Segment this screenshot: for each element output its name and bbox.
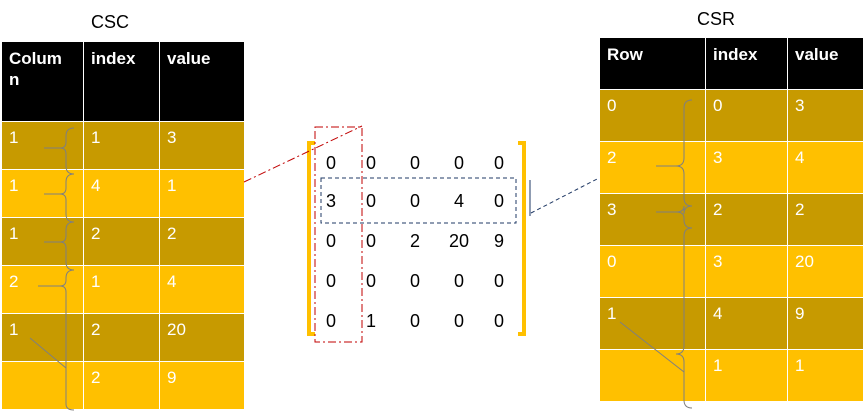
csr-cell-value: 1 [787, 349, 864, 402]
dense-matrix: 0 0 0 0 0 3 0 0 4 0 0 0 2 20 9 0 0 0 0 0… [311, 141, 527, 336]
csc-row: 1 2 20 [1, 313, 245, 362]
matrix-cell: 0 [365, 191, 376, 211]
csc-cell-value: 2 [159, 217, 245, 266]
matrix-cell: 0 [325, 311, 336, 331]
matrix-cell: 0 [453, 153, 464, 173]
matrix-cell: 0 [453, 311, 464, 331]
csr-caption: CSR [696, 9, 735, 29]
csc-cell-column: 1 [1, 169, 84, 218]
csr-header-index: index [705, 37, 788, 90]
csr-table: Row index value 0 0 3 2 3 4 3 2 2 0 3 20… [599, 37, 864, 402]
csr-cell-index: 2 [705, 193, 788, 246]
csc-cell-index: 1 [83, 121, 160, 170]
csc-row: 2 1 4 [1, 265, 245, 314]
matrix-cell: 0 [409, 271, 420, 291]
csc-cell-column: 2 [1, 265, 84, 314]
csc-cell-index: 2 [83, 361, 160, 410]
csr-cell-index: 0 [705, 89, 788, 142]
matrix-cell: 0 [409, 153, 420, 173]
matrix-cell: 0 [365, 271, 376, 291]
csr-header-row: Row index value [599, 37, 864, 90]
matrix-cell: 4 [453, 191, 464, 211]
csc-cell-column [1, 361, 84, 410]
csc-cell-index: 1 [83, 265, 160, 314]
csc-header-value: value [159, 41, 245, 122]
csr-header-row-label: Row [599, 37, 706, 90]
csc-header-index: index [83, 41, 160, 122]
csc-row: 1 4 1 [1, 169, 245, 218]
csr-cell-row: 3 [599, 193, 706, 246]
csr-cell-value: 20 [787, 245, 864, 298]
csc-cell-index: 2 [83, 217, 160, 266]
csc-row: 1 2 2 [1, 217, 245, 266]
csc-cell-value: 4 [159, 265, 245, 314]
matrix-cell: 20 [448, 231, 470, 251]
matrix-cell: 0 [325, 153, 336, 173]
csr-cell-index: 3 [705, 245, 788, 298]
matrix-cell: 0 [365, 153, 376, 173]
csr-cell-index: 1 [705, 349, 788, 402]
csr-cell-index: 3 [705, 141, 788, 194]
matrix-right-bracket [518, 141, 526, 336]
matrix-cell: 0 [325, 271, 336, 291]
csr-cell-row: 0 [599, 245, 706, 298]
csc-cell-index: 2 [83, 313, 160, 362]
csc-cell-value: 3 [159, 121, 245, 170]
csc-cell-index: 4 [83, 169, 160, 218]
csr-cell-index: 4 [705, 297, 788, 350]
csc-table: Colum n index value 1 1 3 1 4 1 1 2 2 2 … [1, 41, 245, 410]
csr-cell-row: 2 [599, 141, 706, 194]
matrix-cell: 0 [365, 231, 376, 251]
csr-cell-value: 4 [787, 141, 864, 194]
matrix-cell: 3 [325, 191, 336, 211]
csr-cell-value: 9 [787, 297, 864, 350]
csr-row: 3 2 2 [599, 193, 864, 246]
matrix-cell: 0 [409, 191, 420, 211]
csc-header-row: Colum n index value [1, 41, 245, 122]
csr-row: 0 3 20 [599, 245, 864, 298]
csc-row: 1 1 3 [1, 121, 245, 170]
csc-cell-column: 1 [1, 313, 84, 362]
csr-row: 1 1 [599, 349, 864, 402]
csc-cell-column: 1 [1, 121, 84, 170]
csr-row: 0 0 3 [599, 89, 864, 142]
csc-cell-value: 20 [159, 313, 245, 362]
matrix-cell: 0 [493, 191, 504, 211]
csr-header-value: value [787, 37, 864, 90]
matrix-cell: 0 [493, 271, 504, 291]
csr-cell-value: 3 [787, 89, 864, 142]
matrix-cell: 9 [493, 231, 504, 251]
csr-connector-line [530, 177, 600, 214]
csr-cell-value: 2 [787, 193, 864, 246]
csr-cell-row: 1 [599, 297, 706, 350]
csc-cell-value: 9 [159, 361, 245, 410]
csr-cell-row [599, 349, 706, 402]
csr-cell-row: 0 [599, 89, 706, 142]
csr-row: 1 4 9 [599, 297, 864, 350]
csc-cell-value: 1 [159, 169, 245, 218]
matrix-cell: 0 [409, 311, 420, 331]
matrix-cell: 2 [409, 231, 420, 251]
matrix-cell: 0 [453, 271, 464, 291]
matrix-cell: 1 [365, 311, 376, 331]
matrix-cell: 0 [325, 231, 336, 251]
csr-row: 2 3 4 [599, 141, 864, 194]
csc-caption: CSC [90, 12, 129, 32]
matrix-cell: 0 [493, 153, 504, 173]
csc-row: 2 9 [1, 361, 245, 410]
matrix-cell: 0 [493, 311, 504, 331]
csc-cell-column: 1 [1, 217, 84, 266]
csc-header-column: Colum n [1, 41, 84, 122]
